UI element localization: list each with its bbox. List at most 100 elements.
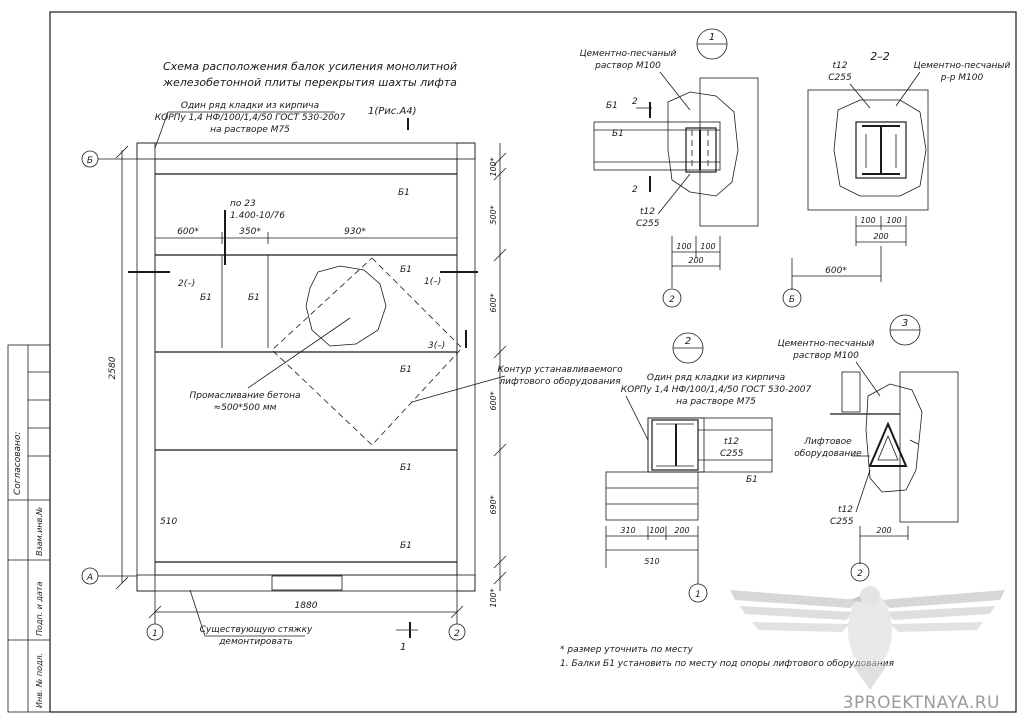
sec22-dim-100a: 100 (860, 216, 875, 225)
plan-dim-350: 350* (239, 227, 261, 237)
plan-dim-930: 930* (344, 227, 366, 237)
sec1-mortar-2: раствор М100 (594, 61, 661, 71)
sec2-dim-100: 100 (649, 526, 664, 535)
sec22-dim-200: 200 (873, 232, 888, 241)
plan-beam-b1-6: Б1 (200, 293, 212, 303)
sec3-t12: t12 (838, 505, 853, 515)
sec1-cut-top: 2 (632, 97, 638, 107)
plan-callout-1: 1(–) (424, 277, 441, 287)
stamp-vzam: Взам.инв.№ (35, 507, 44, 556)
stamp-inv: Инв. № подл. (35, 653, 44, 708)
sec2-beam: Б1 (746, 475, 758, 485)
sec3-c255: С255 (830, 517, 854, 527)
stamp-agreed: Согласовано: (13, 432, 23, 495)
sec22-dim-600: 600* (825, 266, 847, 276)
plan-dim-600: 600* (177, 227, 199, 237)
plan-dim-right-3: 600* (489, 391, 498, 410)
sec2-dim-200: 200 (674, 526, 689, 535)
sec2-dim-310: 310 (620, 526, 635, 535)
plan-screed-2: демонтировать (218, 637, 293, 647)
sec1-dim-100b: 100 (700, 242, 715, 251)
axis-a-label: А (86, 573, 93, 583)
sec1-beam: Б1 (606, 101, 618, 111)
sec22-t12: t12 (833, 61, 848, 71)
sec2-number: 2 (685, 336, 691, 347)
sec22-mortar-1: Цементно-песчаный (914, 61, 1011, 71)
plan-dim-right-1: 500* (489, 205, 498, 224)
watermark-eagle-logo (730, 586, 1005, 690)
axis-2-label: 2 (454, 629, 460, 639)
sec3-equipment-1: Лифтовое (803, 437, 852, 447)
sec1-dim-200: 200 (688, 256, 703, 265)
sec3-dim-200: 200 (876, 526, 891, 535)
sec1-cut-bottom: 2 (632, 185, 638, 195)
oiled-concrete-area (305, 265, 387, 347)
section-mark-1-top: 1(Рис.А4) (368, 106, 417, 117)
section-2-2-detail: 2–2 t12 С255 Цементно-песчаный р-р М100 … (782, 50, 1011, 308)
plan-screed-1: Существующую стяжку (200, 625, 313, 635)
plan-oil-note-1: Промасливание бетона (189, 391, 300, 401)
stamp-podp: Подп. и дата (35, 581, 44, 636)
plan-dim-1880: 1880 (295, 601, 318, 611)
plan-po23-2: 1.400-10/76 (230, 211, 285, 221)
sec3-axis: 2 (857, 569, 863, 579)
plan-dim-right-4: 690* (489, 495, 498, 514)
plan-dim-right-5: 100* (489, 588, 498, 607)
plan-contour-note-1: Контур устанавливаемого (497, 365, 623, 375)
sec1-mortar-1: Цементно-песчаный (580, 49, 677, 59)
sec1-dim-100a: 100 (676, 242, 691, 251)
side-stamp: Согласовано: Взам.инв.№ Подп. и дата Инв… (7, 344, 51, 713)
plan-beam-b1-2: Б1 (400, 265, 412, 275)
plan-masonry-note-1: Один ряд кладки из кирпича (181, 101, 319, 111)
sec1-axis: 2 (669, 295, 675, 305)
axis-b-label: Б (87, 156, 93, 166)
plan-beam-b1-4: Б1 (400, 463, 412, 473)
plan-callout-2: 2(–) (178, 279, 195, 289)
sec3-equipment-2: оборудование (794, 449, 862, 459)
plan-dim-right-0: 100* (489, 157, 498, 176)
sec22-mortar-2: р-р М100 (940, 73, 984, 83)
plan-contour-note-2: лифтового оборудования (498, 377, 621, 387)
note-0: * размер уточнить по месту (560, 645, 694, 655)
sec2-c255: С255 (720, 449, 744, 459)
plan-po23-1: по 23 (230, 199, 256, 209)
plan-beam-b1-3: Б1 (400, 365, 412, 375)
plan-dim-510: 510 (160, 517, 177, 527)
plan-drawing: Схема расположения балок усиления моноли… (81, 60, 623, 653)
sec3-number: 3 (902, 318, 908, 329)
section-3-detail: 3 Цементно-песчаный раствор М100 Лифтово… (778, 314, 959, 582)
axis-1-label: 1 (152, 629, 158, 639)
plan-title-line2: железобетонной плиты перекрытия шахты ли… (162, 76, 457, 89)
plan-masonry-note-2: КОРПу 1,4 НФ/100/1,4/50 ГОСТ 530-2007 (155, 113, 346, 123)
sec2-t12: t12 (724, 437, 739, 447)
plan-callout-3: 3(–) (428, 341, 445, 351)
plan-title-line1: Схема расположения балок усиления моноли… (163, 60, 457, 73)
sec2-masonry-3: на растворе М75 (676, 397, 756, 407)
sec22-c255: С255 (828, 73, 852, 83)
plan-dim-right-2: 600* (489, 293, 498, 312)
sec22-dim-100b: 100 (886, 216, 901, 225)
sec2-masonry-1: Один ряд кладки из кирпича (647, 373, 785, 383)
section-1-detail: 1 Цементно-песчаный раствор М100 Б1 Б1 2… (580, 28, 759, 308)
plan-dim-2580: 2580 (108, 356, 118, 379)
sec1-beam-2: Б1 (612, 129, 624, 139)
plan-oil-note-2: ≈500*500 мм (214, 403, 277, 413)
sec1-c255: С255 (636, 219, 660, 229)
plan-beam-b1-7: Б1 (248, 293, 260, 303)
sec2-dim-510: 510 (644, 557, 659, 566)
sec3-mortar-2: раствор М100 (792, 351, 859, 361)
watermark-text: 3PROEKTNAYA.RU (843, 693, 1000, 713)
sec2-masonry-2: КОРПу 1,4 НФ/100/1,4/50 ГОСТ 530-2007 (621, 385, 812, 395)
sec1-t12: t12 (640, 207, 655, 217)
plan-masonry-note-3: на растворе М75 (210, 125, 290, 135)
note-1: 1. Балки Б1 установить по месту под опор… (560, 659, 895, 669)
plan-beam-b1-1: Б1 (398, 188, 410, 198)
sec22-title: 2–2 (870, 50, 890, 63)
plan-beam-b1-5: Б1 (400, 541, 412, 551)
sec2-axis: 1 (695, 590, 701, 600)
sec1-number: 1 (709, 32, 715, 43)
sec22-axis: Б (789, 295, 795, 305)
section-mark-1-bottom: 1 (400, 642, 406, 653)
sec3-mortar-1: Цементно-песчаный (778, 339, 875, 349)
